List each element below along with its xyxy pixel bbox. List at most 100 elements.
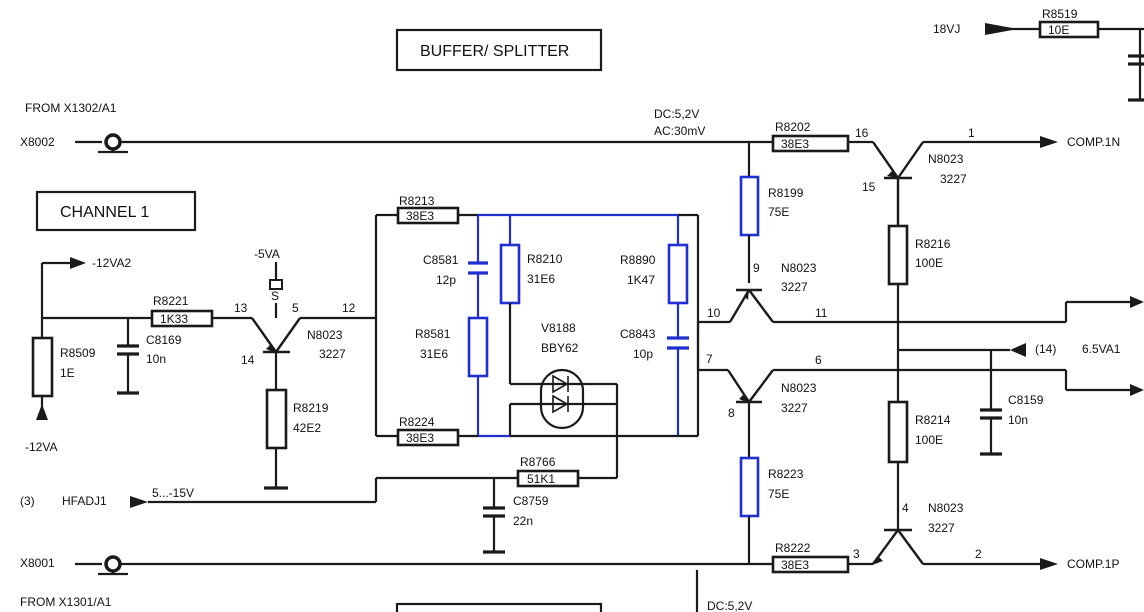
ref-3: (3) (20, 494, 35, 508)
pin-5: 5 (292, 301, 299, 315)
r8202-value: 38E3 (781, 137, 809, 151)
r8222-value: 38E3 (781, 558, 809, 572)
transistor-n8023-mid-lower (726, 369, 774, 404)
bottom-box-stub (395, 602, 603, 612)
r8202-ref: R8202 (775, 120, 811, 134)
r8221-value: 1K33 (160, 312, 188, 326)
dc-bottom-measure: DC:5,2V (707, 599, 752, 612)
n8023-value-bottom-right: 3227 (928, 521, 955, 535)
comp1p-arrow (1040, 558, 1058, 570)
transistor-n8023-left (251, 317, 301, 354)
dc-top-measure: DC:5,2V (654, 107, 699, 121)
r8214-value: 100E (915, 433, 943, 447)
r8199-resistor (739, 175, 760, 237)
r8202-resistor (771, 134, 850, 153)
ref-14: (14) (1035, 342, 1056, 356)
switch-s-label: S (271, 289, 279, 303)
r8213-value: 38E3 (406, 209, 434, 223)
rail-m12va: -12VA (25, 440, 57, 454)
pin-3: 3 (853, 547, 860, 561)
r8214-resistor (887, 400, 909, 464)
r8509-value: 1E (60, 366, 75, 380)
pin-15: 15 (862, 180, 876, 194)
rail-m12va2: -12VA2 (92, 256, 131, 270)
n8023-ref-bottom-right: N8023 (928, 501, 964, 515)
x8001-label: X8001 (20, 556, 55, 570)
r8213-ref: R8213 (399, 194, 435, 208)
rail-m5va: -5VA (254, 247, 280, 261)
x8001-connector (104, 555, 122, 573)
pin-8: 8 (728, 406, 735, 420)
c8159-value: 10n (1008, 413, 1028, 427)
pin-1: 1 (968, 126, 975, 140)
pin-11: 11 (815, 306, 828, 320)
r8214-ref: R8214 (915, 413, 951, 427)
diode-v8188 (539, 368, 585, 430)
c8169-value: 10n (146, 352, 166, 366)
pin-10: 10 (707, 306, 721, 320)
n8023-value-mid-upper: 3227 (781, 280, 808, 294)
r8581-ref: R8581 (415, 327, 451, 341)
r8221-ref: R8221 (153, 294, 189, 308)
r8519-ref: R8519 (1042, 7, 1078, 21)
r8890-resistor (667, 243, 689, 305)
diode-v8188-ref: V8188 (541, 321, 576, 335)
r8223-value: 75E (768, 487, 789, 501)
rail-18vj: 18VJ (933, 22, 960, 36)
from-x1301-label: FROM X1301/A1 (20, 595, 112, 609)
r8223-ref: R8223 (768, 467, 804, 481)
r8216-ref: R8216 (915, 237, 951, 251)
r8210-resistor (499, 243, 521, 305)
pin-2: 2 (975, 547, 982, 561)
r8224-value: 38E3 (406, 431, 434, 445)
n8023-ref-left: N8023 (307, 328, 343, 342)
r8766-value: 51K1 (527, 472, 555, 486)
rail-65va1-arrow (1010, 343, 1026, 357)
rail-18vj-arrow (985, 23, 1018, 35)
x8002-connector (104, 133, 122, 151)
output-comp1p: COMP.1P (1067, 557, 1119, 571)
r8216-resistor (887, 224, 909, 286)
n8023-ref-mid-lower: N8023 (781, 381, 817, 395)
transistor-n8023-top-right (872, 141, 924, 226)
comp1n-arrow (1040, 136, 1058, 148)
r8219-ref: R8219 (293, 401, 329, 415)
r8210-ref: R8210 (527, 252, 563, 266)
c8581-value: 12p (436, 273, 456, 287)
channel1-box (35, 190, 197, 232)
hfadj-range: 5...-15V (152, 486, 194, 500)
switch-s (269, 279, 283, 290)
n8023-ref-mid-upper: N8023 (781, 261, 817, 275)
r8219-resistor (265, 388, 288, 450)
pin-7: 7 (706, 352, 713, 366)
pin-13: 13 (234, 301, 248, 315)
buffer-splitter-box (395, 28, 603, 72)
c8581-ref: C8581 (423, 253, 459, 267)
r8224-ref: R8224 (399, 415, 435, 429)
pin-6: 6 (815, 353, 822, 367)
r8890-ref: R8890 (620, 253, 656, 267)
r8224-resistor (396, 428, 460, 447)
r8223-resistor (739, 456, 760, 518)
r8509-resistor (31, 336, 54, 398)
c8759-value: 22n (513, 514, 533, 528)
pin-12: 12 (342, 301, 356, 315)
transistor-n8023-mid-upper (728, 288, 774, 323)
channel1-title: CHANNEL 1 (60, 204, 149, 221)
rail-65va1: 6.5VA1 (1082, 342, 1121, 356)
r8210-value: 31E6 (527, 272, 555, 286)
r8766-ref: R8766 (520, 455, 556, 469)
pin-16: 16 (855, 126, 869, 140)
c8159-ref: C8159 (1008, 393, 1044, 407)
buffer-splitter-title: BUFFER/ SPLITTER (420, 43, 569, 60)
r8219-value: 42E2 (293, 421, 321, 435)
r8890-value: 1K47 (627, 273, 655, 287)
r8581-value: 31E6 (420, 347, 448, 361)
r8581-resistor (467, 316, 489, 378)
from-x1302-label: FROM X1302/A1 (25, 101, 117, 115)
c8169-ref: C8169 (146, 333, 182, 347)
transistor-n8023-bottom-right (872, 528, 924, 565)
rail-hfadj1: HFADJ1 (62, 494, 107, 508)
r8199-ref: R8199 (768, 186, 804, 200)
